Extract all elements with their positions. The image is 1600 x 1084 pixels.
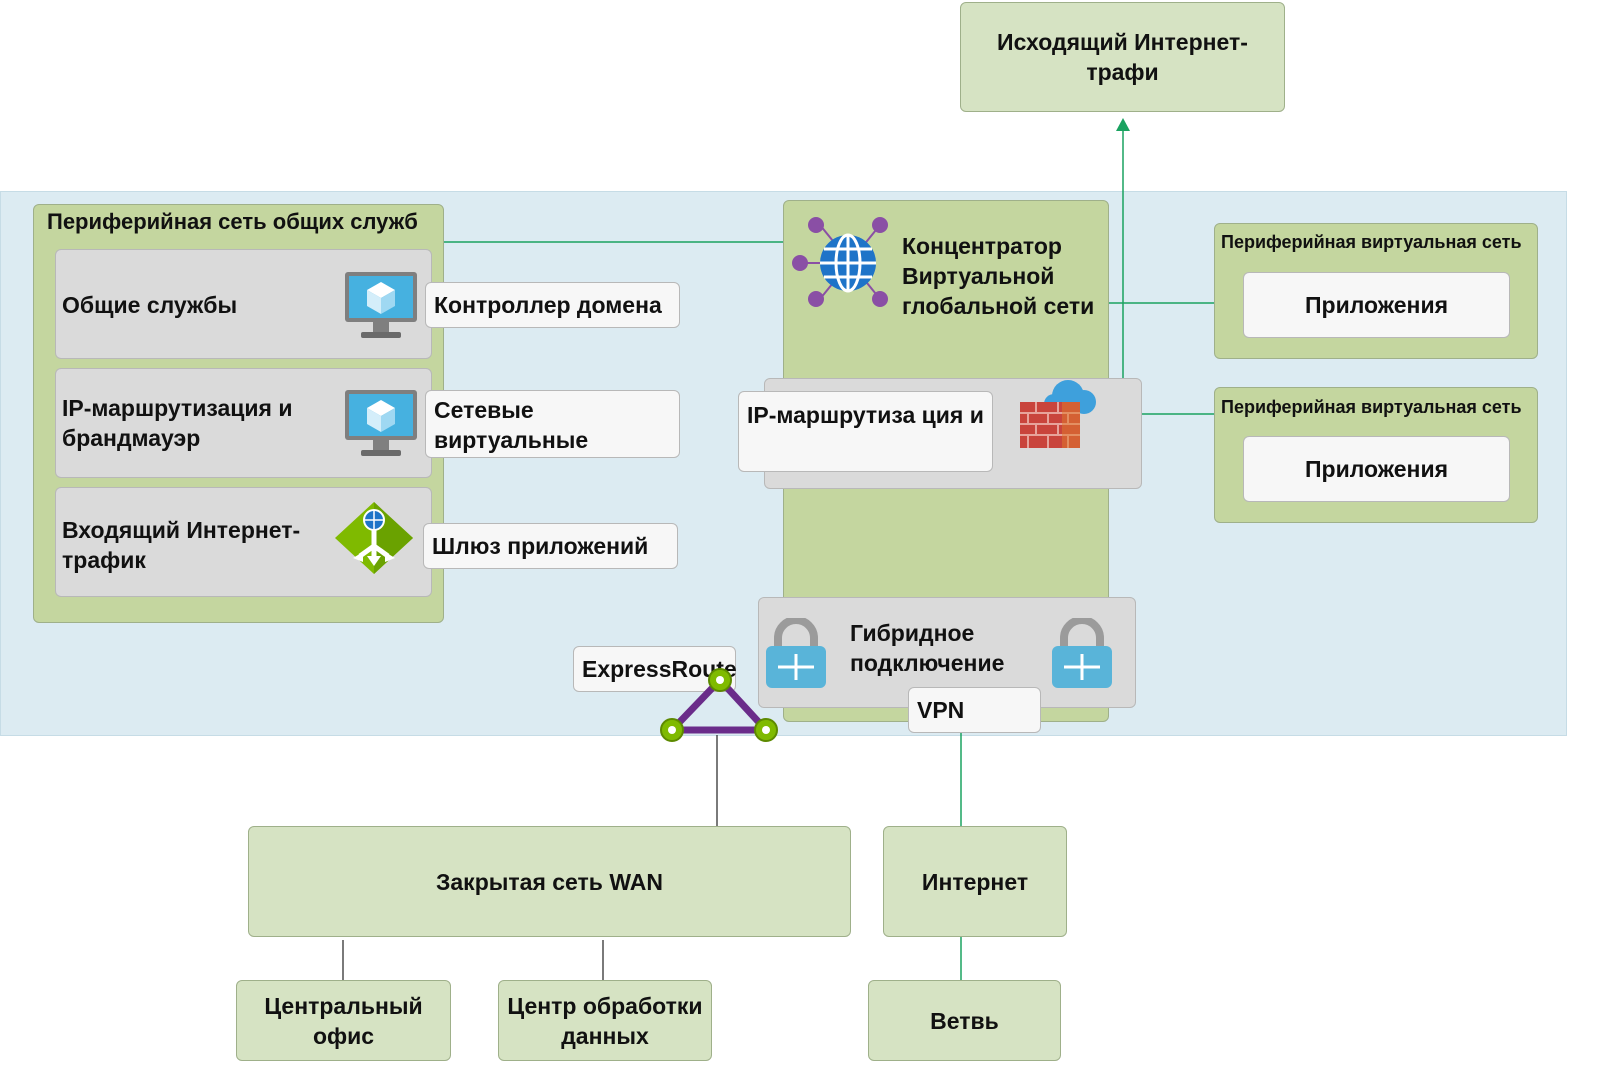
applications-box: Приложения — [1243, 436, 1510, 502]
virtual-wan-hub-icon — [792, 215, 892, 311]
vpn-gateway-lock-icon — [1050, 616, 1114, 690]
outbound-internet-label: Исходящий Интернет-трафи — [997, 29, 1248, 85]
datacenter-box: Центр обработки данных — [498, 980, 712, 1061]
firewall-cloud-icon — [1018, 372, 1100, 452]
hub-routing-tag: IP-маршрутиза ция и — [738, 391, 993, 472]
shared-services-row-label: Общие службы — [62, 292, 238, 318]
application-gateway-icon — [333, 500, 415, 576]
headquarters-box: Центральный офис — [236, 980, 451, 1061]
shared-services-row-label: IP-маршрутизация и брандмауэр — [62, 395, 293, 451]
domain-controller-tag: Контроллер домена — [425, 282, 680, 328]
applications-box: Приложения — [1243, 272, 1510, 338]
virtual-machine-icon — [343, 388, 419, 460]
spoke-vnet-title: Периферийная виртуальная сеть — [1221, 232, 1522, 252]
virtual-machine-icon — [343, 270, 419, 342]
expressroute-icon — [654, 666, 784, 746]
branch-box: Ветвь — [868, 980, 1061, 1061]
private-wan-box: Закрытая сеть WAN — [248, 826, 851, 937]
application-gateway-tag: Шлюз приложений — [423, 523, 678, 569]
outbound-internet-box: Исходящий Интернет-трафи — [960, 2, 1285, 112]
shared-services-title: Периферийная сеть общих служб — [47, 209, 418, 234]
vpn-tag: VPN — [908, 687, 1041, 733]
shared-services-row-label: Входящий Интернет-трафик — [62, 517, 301, 573]
internet-box: Интернет — [883, 826, 1067, 937]
hub-title: Концентратор Виртуальной глобальной сети — [902, 233, 1095, 319]
arrow-up-icon — [1116, 118, 1130, 131]
vpn-gateway-lock-icon — [764, 616, 828, 690]
network-virtual-appliance-tag: Сетевые виртуальные — [425, 390, 680, 458]
hybrid-connectivity-label: Гибридное подключение — [850, 620, 1005, 676]
spoke-vnet-title: Периферийная виртуальная сеть — [1221, 397, 1522, 417]
